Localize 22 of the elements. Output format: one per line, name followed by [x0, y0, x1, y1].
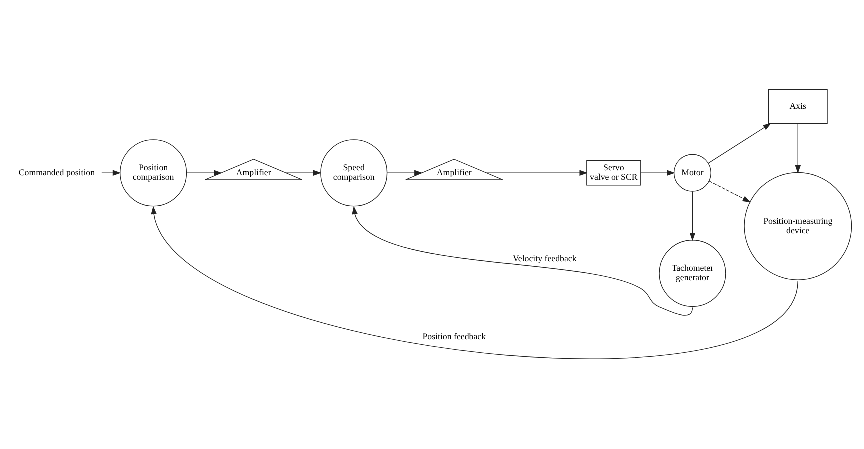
node-box: Axis: [768, 89, 828, 124]
arrow: [186, 170, 222, 176]
arrow: [708, 123, 772, 164]
node-circle: Position-measuring device: [744, 172, 852, 280]
node-box: Servo valve or SCR: [586, 160, 642, 186]
arrow: [102, 170, 122, 176]
arrow: [690, 191, 696, 242]
node-text: Commanded position: [18, 167, 96, 178]
arrow: [709, 180, 752, 203]
node-circle: Motor: [674, 154, 712, 192]
arrow: [151, 206, 798, 359]
edge-label: Velocity feedback: [512, 254, 577, 264]
arrow: [795, 124, 802, 174]
arrow: [486, 170, 588, 176]
arrow: [352, 206, 694, 316]
node-circle: Speed comparison: [320, 140, 388, 207]
arrow: [640, 170, 676, 176]
node-circle: Tachometer generator: [659, 240, 726, 308]
arrow: [286, 170, 322, 176]
node-circle: Position comparison: [120, 140, 188, 207]
edge-label: Position feedback: [422, 331, 486, 342]
arrow: [387, 170, 423, 176]
